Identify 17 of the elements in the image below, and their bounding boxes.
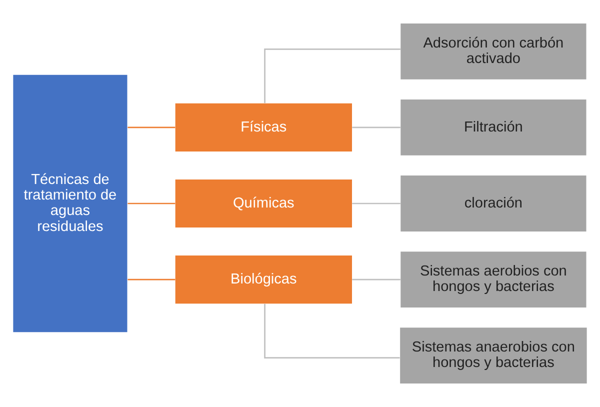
node-box: cloración [400,176,586,232]
node-box: Sistemas anaerobios con hongos y bacterias [400,328,587,384]
connector [264,304,400,358]
connector [352,202,400,204]
node-box: Adsorción con carbón activado [400,23,586,80]
node-box: Técnicas de tratamiento de aguas residuales [13,74,128,332]
connector [352,278,400,280]
node-box: Sistemas aerobios con hongos y bacterias [400,252,586,308]
node-box: Físicas [175,103,352,152]
node-box: Químicas [175,179,352,228]
connector [352,126,400,128]
connector [128,126,176,128]
node-box: Filtración [400,100,586,156]
connector [128,278,176,280]
connector [264,48,400,104]
node-box: Biológicas [175,256,352,304]
connector [128,202,176,204]
